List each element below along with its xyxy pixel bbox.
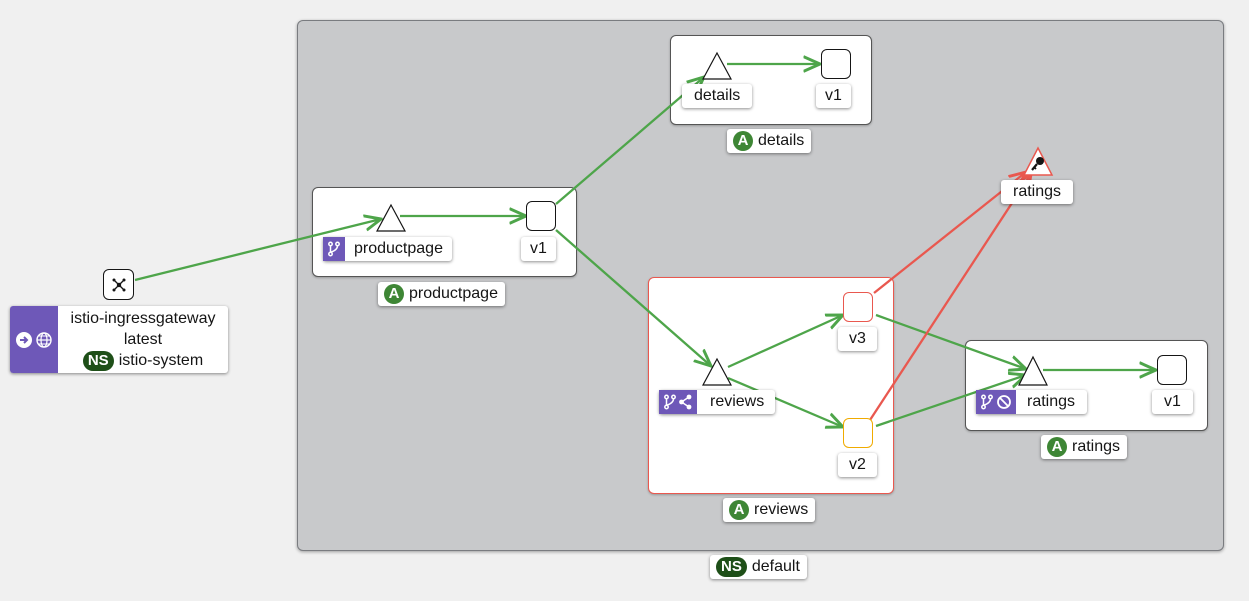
namespace-label-default[interactable]: NS default (710, 555, 807, 579)
edge-v2-ratings (875, 375, 1026, 428)
gateway-name: istio-ingressgateway (70, 310, 216, 327)
virtual-service-icon (659, 390, 697, 414)
edge-gateway-productpage (134, 219, 381, 282)
edge-v3-ratings (875, 313, 1026, 369)
key-icon (1031, 157, 1044, 171)
service-label-reviews[interactable]: reviews (659, 390, 776, 414)
workload-label-ratings-v1[interactable]: v1 (1152, 390, 1193, 414)
app-label-ratings[interactable]: A ratings (1041, 435, 1128, 459)
service-triangle-details (701, 51, 733, 80)
workload-label-details-v1[interactable]: v1 (816, 84, 851, 108)
edge-v3-ext-ratings (873, 172, 1026, 294)
gateway-version: latest (123, 331, 163, 348)
namespace-badge: NS (82, 350, 114, 371)
share-icon (679, 394, 692, 410)
ban-icon (997, 395, 1011, 409)
gateway-node[interactable] (103, 269, 134, 300)
service-triangle-ratings (1018, 355, 1048, 386)
network-icon (112, 278, 125, 291)
workload-label-reviews-v3[interactable]: v3 (838, 327, 877, 351)
workload-reviews-v3[interactable] (843, 292, 873, 322)
workload-label-reviews-v2[interactable]: v2 (838, 453, 877, 477)
app-label-reviews[interactable]: A reviews (723, 498, 816, 522)
edge-productpage-details (555, 77, 704, 205)
service-triangle-productpage (375, 203, 407, 232)
workload-details-v1[interactable] (821, 49, 851, 79)
workload-label-productpage-v1[interactable]: v1 (521, 237, 556, 261)
edge-reviews-v2 (727, 376, 843, 427)
app-badge: A (1047, 437, 1067, 457)
service-label-ratings[interactable]: ratings (976, 390, 1088, 414)
edge-productpage-reviews (555, 229, 711, 366)
workload-reviews-v2[interactable] (843, 418, 873, 448)
workload-ratings-v1[interactable] (1157, 355, 1187, 385)
workload-productpage-v1[interactable] (526, 201, 556, 231)
edge-reviews-v3 (727, 315, 843, 369)
service-entry-label-ratings[interactable]: ratings (1001, 180, 1074, 204)
gateway-icon (10, 306, 58, 373)
namespace-badge: NS (716, 557, 747, 577)
service-label-details[interactable]: details (682, 84, 753, 108)
edge-v2-ext-ratings (869, 174, 1031, 421)
app-label-details[interactable]: A details (727, 129, 812, 153)
app-badge: A (384, 284, 404, 304)
app-badge: A (733, 131, 753, 151)
virtual-service-icon (976, 390, 1016, 414)
app-label-productpage[interactable]: A productpage (378, 282, 505, 306)
gateway-namespace: istio-system (118, 352, 204, 369)
service-label-productpage[interactable]: productpage (323, 237, 452, 261)
gateway-label[interactable]: istio-ingressgateway latest NS istio-sys… (10, 306, 228, 373)
app-badge: A (729, 500, 749, 520)
service-triangle-reviews (701, 357, 733, 386)
virtual-service-icon (323, 237, 345, 261)
